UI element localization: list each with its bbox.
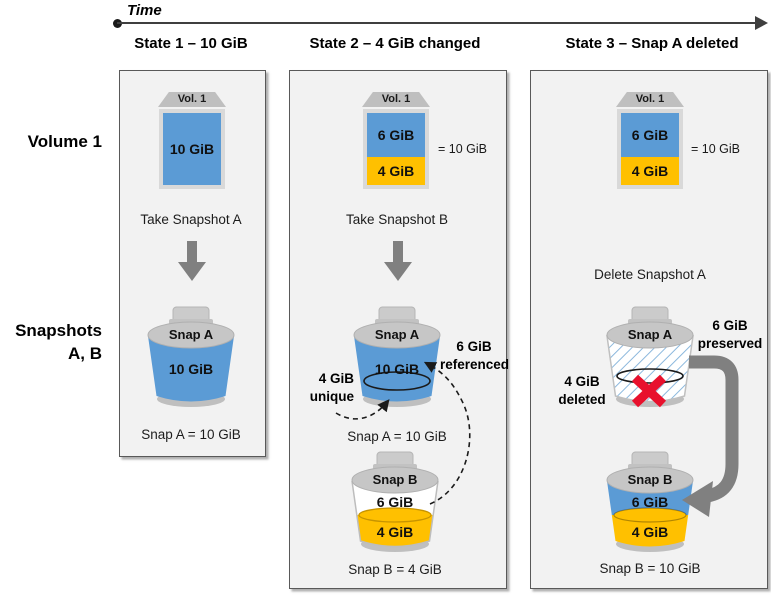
time-axis-label: Time [127, 2, 162, 19]
state-3-header: State 3 – Snap A deleted [565, 35, 739, 52]
deleted-x-icon [631, 374, 667, 408]
volume-icon: 6 GiB 4 GiB [363, 109, 429, 189]
bucket-name: Snap B [372, 472, 418, 487]
snapshot-bucket-snap-a: Snap A 10 GiB [352, 306, 442, 410]
bucket-name: Snap A [627, 327, 673, 342]
bucket-segment-bottom: 4 GiB [376, 524, 414, 540]
row-label-volume: Volume 1 [27, 132, 102, 151]
volume-segment-unchanged: 6 GiB [621, 113, 679, 157]
snapshot-bucket-snap-b: Snap B 6 GiB 4 GiB [605, 451, 695, 555]
snapshot-caption: Snap A = 10 GiB [141, 427, 241, 442]
row-label-snapshots-line2: A, B [68, 344, 102, 363]
annotation-unique: 4 GiB unique [294, 370, 354, 406]
bucket-segment-bottom: 4 GiB [631, 524, 669, 540]
annotation-value: 6 GiB [456, 339, 492, 354]
annotation-value: 4 GiB [318, 371, 354, 386]
annotation-word: preserved [697, 336, 763, 351]
volume-icon: 6 GiB 4 GiB [617, 109, 683, 189]
bucket-segment-top: 6 GiB [631, 494, 669, 510]
down-arrow-icon [384, 241, 412, 281]
volume-segment-changed: 4 GiB [621, 157, 679, 185]
annotation-value: 4 GiB [564, 374, 600, 389]
bucket-value: 10 GiB [374, 361, 420, 377]
row-label-snapshots-line1: Snapshots [15, 321, 102, 340]
state-1-header: State 1 – 10 GiB [134, 35, 248, 52]
snapshot-bucket-snap-a-deleted: Snap A [605, 306, 695, 410]
volume-tag: Vol. 1 [616, 92, 684, 107]
action-text: Delete Snapshot A [594, 267, 706, 282]
bucket-segment-top: 6 GiB [376, 494, 414, 510]
volume-tag: Vol. 1 [362, 92, 430, 107]
volume-total-label: = 10 GiB [438, 142, 487, 156]
snapshot-caption: Snap B = 10 GiB [599, 561, 701, 576]
snapshot-caption: Snap B = 4 GiB [348, 562, 442, 577]
annotation-word: deleted [558, 392, 606, 407]
bucket-value: 10 GiB [168, 361, 214, 377]
bucket-name: Snap A [168, 327, 214, 342]
time-axis-arrowhead-icon [755, 16, 768, 30]
volume-icon: 10 GiB [159, 109, 225, 189]
volume-segment-changed: 4 GiB [367, 157, 425, 185]
annotation-word: unique [309, 389, 354, 404]
down-arrow-icon [178, 241, 206, 281]
action-text: Take Snapshot A [140, 212, 242, 227]
bucket-name: Snap A [374, 327, 420, 342]
volume-segment-unchanged: 6 GiB [367, 113, 425, 157]
volume-total-label: = 10 GiB [691, 142, 740, 156]
bucket-shape [606, 306, 694, 408]
bucket-shape [353, 306, 441, 407]
annotation-value: 6 GiB [712, 318, 748, 333]
annotation-referenced: 6 GiB referenced [440, 338, 510, 374]
bucket-name: Snap B [627, 472, 673, 487]
reference-boundary-ellipse [616, 368, 684, 384]
annotation-preserved: 6 GiB preserved [697, 317, 763, 353]
annotation-word: referenced [440, 357, 510, 372]
bucket-shape [606, 451, 694, 552]
bucket-shape [147, 306, 235, 407]
volume-tag: Vol. 1 [158, 92, 226, 107]
snapshot-bucket-snap-b: Snap B 6 GiB 4 GiB [350, 451, 440, 555]
bucket-shape [351, 451, 439, 552]
state-2-header: State 2 – 4 GiB changed [309, 35, 481, 52]
snapshot-caption: Snap A = 10 GiB [347, 429, 447, 444]
action-text: Take Snapshot B [345, 212, 449, 227]
time-axis-line [117, 22, 755, 24]
snapshot-bucket-snap-a: Snap A 10 GiB [146, 306, 236, 410]
volume-segment: 10 GiB [163, 113, 221, 185]
annotation-deleted: 4 GiB deleted [549, 373, 615, 409]
